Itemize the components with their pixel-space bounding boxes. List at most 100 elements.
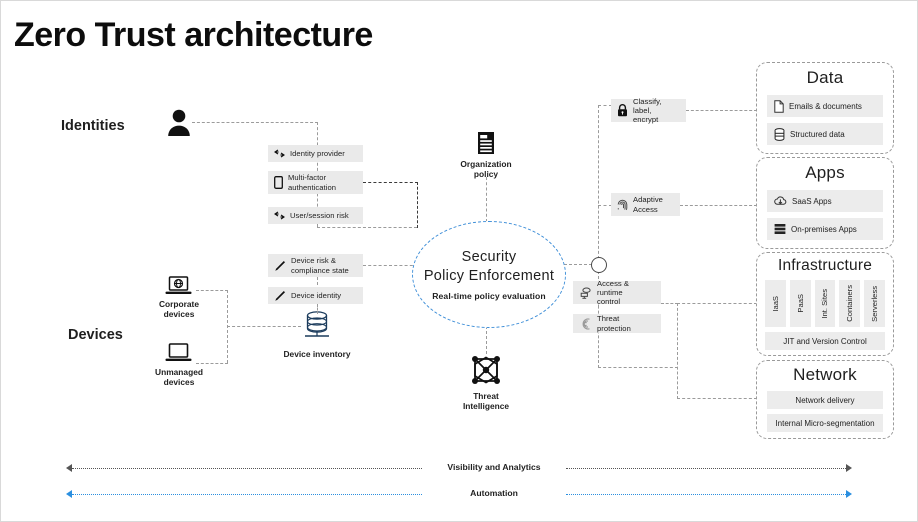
infrastructure-cell-serverless[interactable]: Serverless: [864, 280, 885, 327]
bar-automation-arrow-right: [846, 490, 852, 498]
pillar-label-devices: Devices: [68, 327, 123, 343]
panel-apps-row-onprem[interactable]: On-premises Apps: [767, 218, 883, 240]
threat-intelligence-line2: Intelligence: [462, 401, 510, 411]
connector-identity-person: [192, 122, 318, 123]
policy-engine-line1: Security: [461, 249, 517, 265]
device-inventory-label: Device inventory: [283, 349, 351, 359]
document-lines-icon: [474, 131, 498, 157]
panel-data-row-structured[interactable]: Structured data: [767, 123, 883, 145]
chip-classify-line1: Classify, label,: [633, 96, 662, 115]
panel-network: Network Network delivery Internal Micro-…: [756, 360, 894, 439]
connector-trunk-to-classify: [598, 105, 612, 106]
connector-infrastructure-feed: [677, 303, 757, 304]
connector-device-chips-vertical: [317, 272, 318, 290]
pencil-icon: [274, 260, 286, 272]
bar-visibility-segment-left: [72, 468, 422, 469]
chip-adaptive-access-text: Adaptive Access: [633, 195, 663, 214]
panel-network-row-microseg[interactable]: Internal Micro-segmentation: [767, 414, 883, 432]
chip-threat-protection-label: Threat protection: [597, 314, 631, 333]
infrastructure-cell-containers[interactable]: Containers: [839, 280, 861, 327]
cloud-arrow-icon: [774, 195, 787, 207]
organization-policy-line2: policy: [473, 169, 499, 179]
laptop-icon: [165, 343, 192, 363]
panel-data-row-emails-label: Emails & documents: [789, 101, 862, 111]
connector-unmanaged-device: [196, 363, 228, 364]
chip-multi-factor-authentication[interactable]: Multi-factor authentication: [268, 171, 363, 194]
panel-network-row-delivery[interactable]: Network delivery: [767, 391, 883, 409]
connector-right-trunk: [677, 303, 678, 399]
panel-apps-title: Apps: [805, 163, 845, 182]
connector-junction-trunk-up: [598, 105, 599, 264]
connector-trunk-to-adaptive: [598, 205, 612, 206]
chip-identity-provider-label: Identity provider: [290, 148, 345, 158]
infrastructure-cell-iaas-label: IaaS: [770, 295, 780, 312]
security-policy-enforcement-node: Security Policy Enforcement Real-time po…: [412, 221, 566, 328]
policy-junction-node: [591, 257, 607, 273]
chip-mfa-line2: authentication: [288, 182, 336, 192]
device-source-corporate-line1: Corporate: [158, 299, 200, 309]
device-source-corporate-line2: devices: [163, 309, 195, 319]
panel-data-row-emails[interactable]: Emails & documents: [767, 95, 883, 117]
panel-data: Data Emails & documents Structured data: [756, 62, 894, 154]
chip-device-risk-line1: Device risk &: [291, 256, 336, 266]
device-source-unmanaged-line2: devices: [163, 377, 195, 387]
chip-mfa-line1: Multi-factor: [288, 173, 327, 183]
chip-identity-provider[interactable]: Identity provider: [268, 145, 363, 162]
chip-adaptive-access-line1: Adaptive: [633, 195, 663, 205]
bar-visibility-segment-right: [566, 468, 846, 469]
fingerprint-icon: [617, 198, 628, 212]
infrastructure-cells: IaaS PaaS Int. Sites Containers Serverle…: [765, 280, 885, 327]
chip-classify-line2: encrypt: [633, 115, 659, 125]
connector-devices-to-inventory: [227, 326, 301, 327]
infrastructure-cell-iaas[interactable]: IaaS: [765, 280, 786, 327]
chip-device-identity[interactable]: Device identity: [268, 287, 363, 304]
panel-data-row-structured-label: Structured data: [790, 129, 845, 139]
database-icon: [301, 310, 333, 340]
chip-adaptive-access-line2: Access: [633, 204, 658, 214]
chip-access-control-line2: control: [597, 297, 621, 307]
panel-data-title: Data: [806, 68, 844, 87]
chip-access-control-text: Access & runtime control: [597, 279, 655, 307]
access-control-icon: [579, 287, 592, 299]
infrastructure-cell-paas-label: PaaS: [795, 294, 805, 313]
chip-user-session-risk[interactable]: User/session risk: [268, 207, 363, 224]
chip-device-risk-compliance[interactable]: Device risk & compliance state: [268, 254, 363, 277]
connector-threat-intel-to-engine: [486, 326, 487, 354]
exchange-arrows-icon: [274, 149, 285, 158]
database-icon: [774, 127, 785, 141]
threat-intelligence-line1: Threat: [473, 391, 499, 401]
chip-user-session-risk-label: User/session risk: [290, 210, 349, 220]
chip-classify-label-encrypt[interactable]: Classify, label, encrypt: [611, 97, 686, 125]
chip-device-risk-line2: compliance state: [291, 265, 349, 275]
bar-automation: Automation: [66, 487, 852, 501]
connector-device-inventory-vertical: [317, 304, 318, 314]
device-source-unmanaged-line1: Unmanaged: [155, 367, 203, 377]
person-icon: [166, 107, 192, 137]
infrastructure-cell-paas[interactable]: PaaS: [789, 280, 811, 327]
connector-classify-to-data: [686, 110, 757, 111]
infrastructure-cell-containers-label: Containers: [845, 285, 855, 322]
file-icon: [774, 99, 784, 113]
infrastructure-cell-int-sites[interactable]: Int. Sites: [814, 280, 836, 327]
panel-network-title: Network: [793, 365, 857, 384]
chip-adaptive-access[interactable]: Adaptive Access: [611, 193, 680, 216]
pillar-label-identities: Identities: [61, 118, 125, 134]
panel-apps-row-saas[interactable]: SaaS Apps: [767, 190, 883, 212]
chip-device-identity-label: Device identity: [291, 290, 342, 300]
connector-corporate-device: [196, 290, 228, 291]
connector-device-risk: [363, 265, 418, 266]
chip-classify-text: Classify, label, encrypt: [633, 97, 680, 125]
server-stack-icon: [774, 223, 786, 235]
chip-threat-protection[interactable]: Threat protection: [573, 314, 661, 333]
chip-access-runtime-control[interactable]: Access & runtime control: [573, 279, 661, 307]
panel-apps: Apps SaaS Apps On-premises Apps: [756, 157, 894, 249]
exchange-arrows-icon: [274, 211, 285, 220]
mobile-phone-icon: [274, 176, 283, 189]
bar-visibility-label: Visibility and Analytics: [447, 462, 541, 472]
infrastructure-footer[interactable]: JIT and Version Control: [765, 332, 885, 350]
bar-automation-arrow-left: [66, 490, 72, 498]
connector-engine-to-junction: [564, 264, 592, 265]
connector-org-policy-to-engine: [486, 177, 487, 222]
infrastructure-cell-serverless-label: Serverless: [870, 285, 880, 322]
